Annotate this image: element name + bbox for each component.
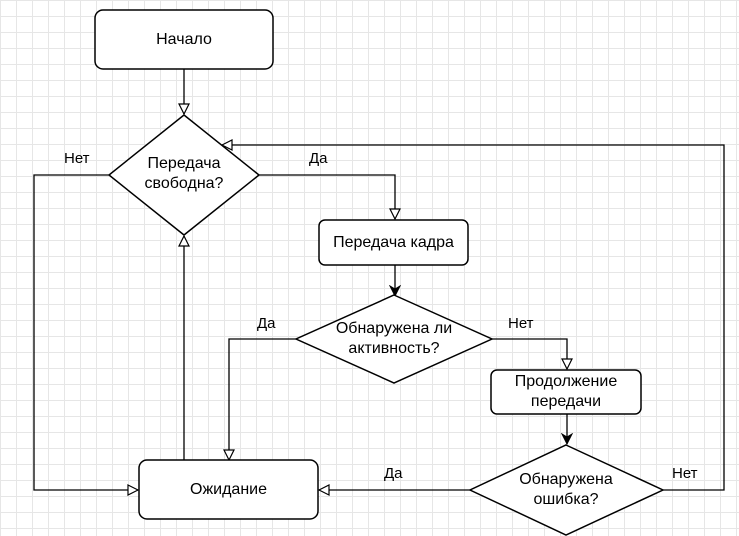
edge-label-activity-no: Нет (508, 315, 534, 332)
node-transmit-frame-label: Передача кадра (333, 233, 454, 251)
edge-channel-free-yes (259, 174, 395, 219)
node-waiting-label: Ожидание (190, 480, 267, 498)
node-activity-detected-label: Обнаружена ли активность? (335, 320, 453, 357)
node-start-shape (94, 9, 274, 70)
edge-label-error-yes: Да (384, 465, 403, 482)
node-activity-detected-shape (294, 294, 494, 384)
edge-label-channel-free-no: Нет (64, 150, 90, 167)
node-error-detected-label: Обнаружена ошибка? (519, 471, 613, 508)
edge-label-error-no: Нет (672, 465, 698, 482)
node-error-detected-shape (468, 444, 665, 536)
node-channel-free-shape (107, 114, 261, 236)
node-start-label: Начало (156, 30, 212, 48)
node-waiting-shape (138, 459, 319, 520)
edge-label-activity-yes: Да (257, 315, 276, 332)
node-transmit-frame-shape (318, 219, 469, 266)
edge-activity-no (492, 338, 567, 369)
node-continue-transmission-label: Продолжение передачи (514, 373, 618, 410)
edge-activity-yes (229, 338, 296, 460)
node-continue-transmission-shape (490, 369, 642, 415)
edge-error-no (222, 145, 725, 491)
node-channel-free-label: Передача свободна? (144, 155, 224, 192)
edge-channel-free-no (33, 174, 138, 490)
edge-label-channel-free-yes: Да (309, 150, 328, 167)
